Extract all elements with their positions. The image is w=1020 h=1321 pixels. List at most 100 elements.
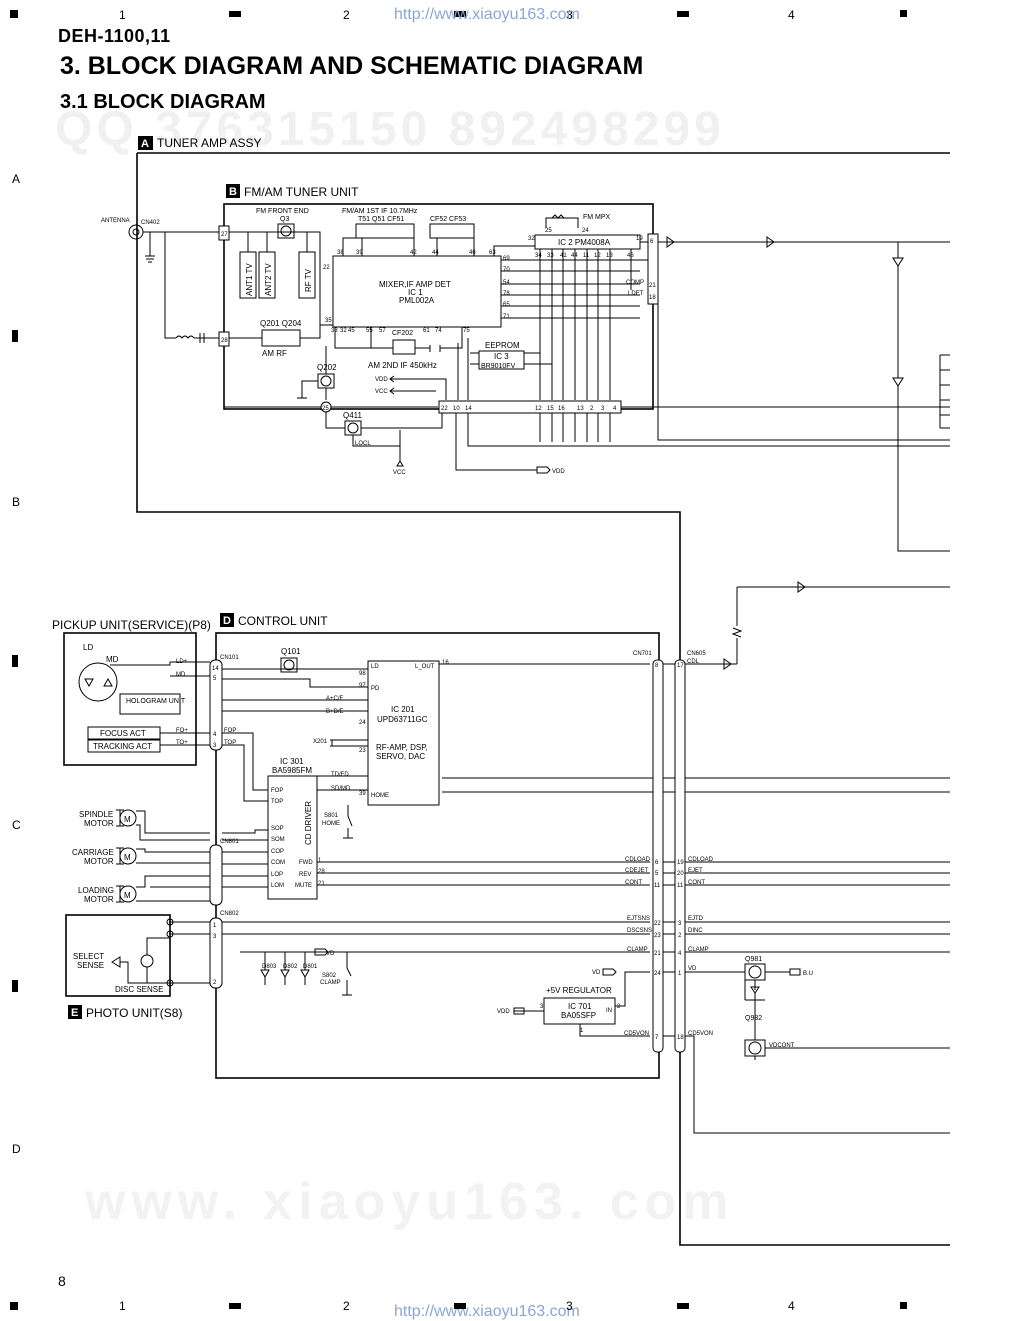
ejtd-label: EJTD [688,916,704,922]
grid-mark [677,1303,689,1309]
q201-label: Q201 Q204 [260,319,302,328]
svg-text:14: 14 [212,666,219,672]
svg-text:2: 2 [590,406,594,412]
grid-mark [677,11,689,17]
ic301-label: IC 301 [280,757,304,766]
svg-text:38: 38 [337,250,344,256]
svg-text:17: 17 [677,663,684,669]
svg-text:D801: D801 [303,964,318,970]
page-title: 3. BLOCK DIAGRAM AND SCHEMATIC DIAGRAM [60,52,644,80]
tag-a: A [141,138,149,150]
svg-text:11: 11 [654,883,661,889]
svg-text:21: 21 [654,951,661,957]
svg-text:18: 18 [649,295,656,301]
svg-text:MD: MD [176,672,186,678]
grid-col-2-bottom: 2 [343,1299,350,1313]
q411-label: Q411 [343,411,363,420]
control-unit: D CONTROL UNIT CN101 14 5 4 3 Q101 IC 20… [209,613,664,1079]
svg-text:5: 5 [213,676,217,682]
if-label: FM/AM 1ST IF 10.7MHz [342,208,418,215]
photo-label: PHOTO UNIT(S8) [86,1006,182,1020]
ic201-func2: SERVO, DAC [376,752,425,761]
svg-text:4: 4 [213,732,217,738]
grid-mark [229,1303,241,1309]
svg-text:44: 44 [432,250,439,256]
watermark-url-bottom: http://www.xiaoyu163.com [394,1303,580,1320]
svg-text:57: 57 [379,328,386,334]
rftv-label: RF TV [304,268,313,292]
svg-text:19: 19 [677,860,684,866]
tracking-label: TRACKING ACT [93,742,152,751]
q202-label: Q202 [317,363,337,372]
grid-mark [12,980,18,992]
svg-text:35: 35 [325,318,332,324]
cn701-label: CN701 [633,651,652,657]
clamp-label: CLAMP [627,947,648,953]
corner-mark [10,10,18,18]
svg-text:4: 4 [678,951,682,957]
svg-text:39: 39 [356,250,363,256]
svg-text:28: 28 [318,869,325,875]
x201-label: X201 [313,739,328,745]
svg-text:REV: REV [299,872,311,878]
pickup-unit: PICKUP UNIT(SERVICE)(P8) LD MD HOLOGRAM … [52,618,211,766]
s802-label: S802 [322,973,337,979]
svg-text:LOM: LOM [271,883,284,889]
tag-d: D [223,615,231,627]
loading-label-2: MOTOR [84,895,114,904]
svg-text:34: 34 [535,253,542,259]
cn605-block: CN605 CDL 17 19 20 11 3 2 4 1 18 CDLOAD … [663,651,950,1134]
t51-label: T51 Q51 CF51 [358,216,404,223]
ldet-label: LDET [628,291,644,297]
grid-mark [12,330,18,342]
svg-text:MUTE: MUTE [295,883,312,889]
spindle-label-1: SPINDLE [79,810,113,819]
svg-text:1: 1 [678,971,682,977]
svg-text:24: 24 [582,228,589,234]
ic301-part: BA5985FM [272,766,312,775]
grid-col-2: 2 [343,8,350,22]
eeprom-label: EEPROM [485,341,520,350]
svg-text:HOME: HOME [371,793,389,799]
svg-text:70: 70 [503,267,510,273]
q981-label: Q981 [745,956,762,963]
corner-mark [10,1302,18,1310]
watermark-qq: QQ 376315150 892498299 [55,103,725,156]
fm-front-end-label: FM FRONT END [256,208,309,215]
svg-text:78: 78 [503,291,510,297]
svg-text:25: 25 [545,228,552,234]
focus-label: FOCUS ACT [100,729,146,738]
svg-text:M: M [124,815,131,824]
cd-driver-label: CD DRIVER [304,801,313,845]
grid-row-b: B [12,495,21,509]
svg-text:IN: IN [606,1008,612,1014]
svg-text:25: 25 [322,406,329,412]
svg-text:41: 41 [560,253,567,259]
svg-text:3: 3 [213,934,217,940]
svg-text:FO+: FO+ [176,728,188,734]
svg-text:D802: D802 [283,964,298,970]
grid-col-4: 4 [788,8,795,22]
disc-label: DISC SENSE [115,985,163,994]
ant1-label: ANT1 TV [245,263,254,296]
cn802-label: CN802 [220,911,239,917]
q982-label: Q982 [745,1015,762,1022]
svg-text:23: 23 [359,748,366,754]
ic1-func: MIXER,IF AMP DET [379,280,451,289]
svg-text:14: 14 [465,406,472,412]
select-label-1: SELECT [73,952,104,961]
tuner-unit-label: FM/AM TUNER UNIT [244,185,359,199]
svg-text:TD/FD: TD/FD [331,772,349,778]
cdejet-label: CDEJET [625,868,649,874]
svg-text:SD/MD: SD/MD [331,786,351,792]
svg-text:63: 63 [489,250,496,256]
ejtsns-label: EJTSNS [627,916,650,922]
svg-text:D803: D803 [262,964,277,970]
svg-text:FOP: FOP [224,728,236,734]
antenna-label: ANTENNA [101,218,130,224]
cdl-label: CDL [687,659,700,665]
svg-text:LD: LD [371,664,379,670]
svg-text:2: 2 [213,980,217,986]
svg-text:16: 16 [442,660,449,666]
